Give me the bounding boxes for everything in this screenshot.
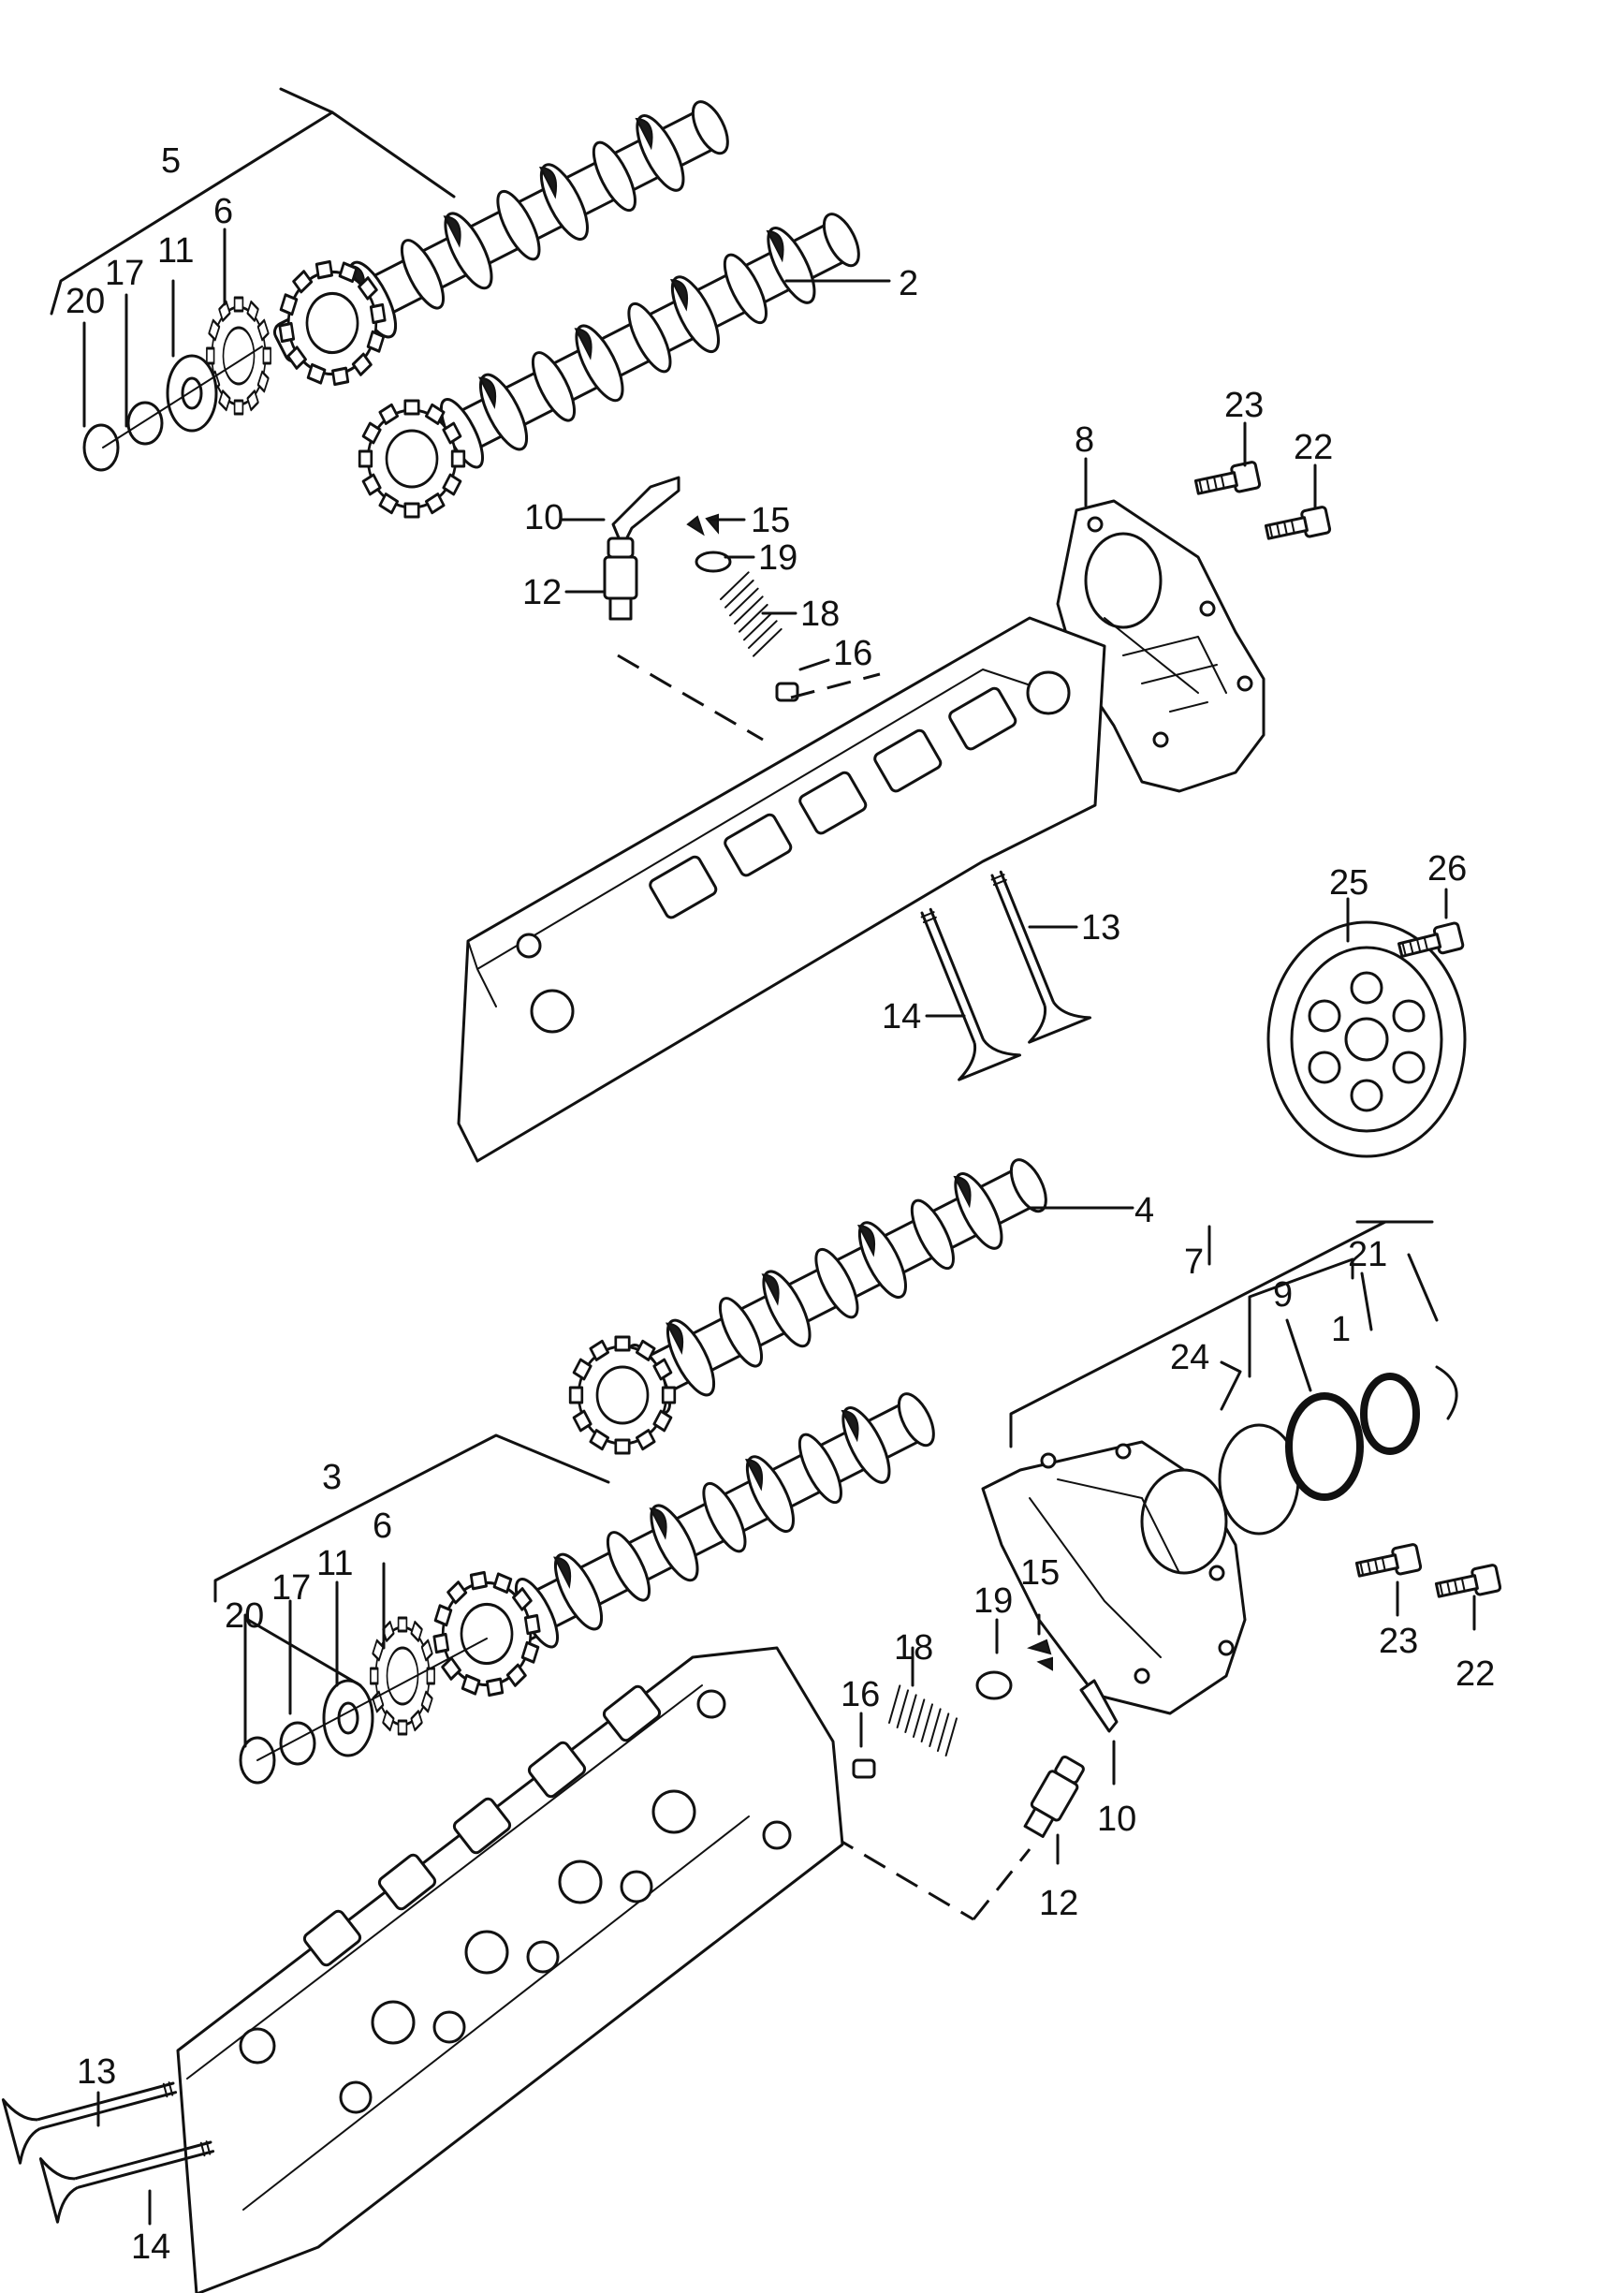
lower-assembly: 4 7 21 9 1 24 3 6 11 17 20 19 15 18 16 2… (1, 1141, 1502, 2293)
callout-numbers-lower: 4 7 21 9 1 24 3 6 11 17 20 19 15 18 16 2… (77, 1191, 1495, 2267)
washer-small-lower (279, 1721, 316, 1766)
bolt-22-lower (1433, 1563, 1502, 1605)
callout-5-upper: 5 (161, 141, 181, 181)
callout-6-upper: 6 (213, 192, 233, 231)
callout-7: 7 (1184, 1242, 1204, 1282)
callout-10-lower: 10 (1097, 1800, 1136, 1839)
spring-retainer (695, 551, 732, 573)
callout-14-lower: 14 (131, 2227, 170, 2267)
callout-17-upper: 17 (105, 254, 144, 293)
circlip (82, 423, 120, 472)
callout-20-lower: 20 (225, 1596, 264, 1636)
callout-11-upper: 11 (157, 231, 194, 271)
end-cover (1056, 499, 1266, 793)
retaining-ring (1435, 1365, 1458, 1420)
cylinder-head-lower (176, 1646, 844, 2293)
bolt-22-upper (1263, 505, 1332, 547)
callout-17-lower: 17 (271, 1568, 311, 1608)
bolt-23-lower (1353, 1542, 1423, 1584)
callout-15-lower: 15 (1020, 1553, 1060, 1593)
oil-seal-inner (1360, 1373, 1420, 1455)
end-cover-lower (981, 1440, 1247, 1715)
cylinder-head-upper (457, 616, 1106, 1163)
callout-13-upper: 13 (1081, 908, 1120, 948)
callout-18-upper: 18 (800, 595, 840, 634)
callout-12-upper: 12 (522, 573, 562, 612)
callout-26: 26 (1427, 849, 1467, 889)
callout-24: 24 (1170, 1338, 1209, 1377)
callout-2: 2 (899, 264, 918, 303)
callout-22-lower: 22 (1456, 1654, 1495, 1694)
hydraulic-lifter-lower (1018, 1752, 1090, 1841)
valve-keepers-lower (1027, 1639, 1053, 1671)
callout-19-lower: 19 (973, 1581, 1013, 1621)
callout-16-upper: 16 (833, 634, 872, 673)
callout-3: 3 (322, 1458, 342, 1497)
callout-16-lower: 16 (841, 1675, 880, 1714)
callout-8: 8 (1075, 420, 1094, 460)
callout-leaders-lower (96, 1206, 1476, 2226)
callout-23-upper: 23 (1224, 386, 1264, 425)
callout-21: 21 (1348, 1235, 1387, 1274)
rocker-arm-lower (1079, 1679, 1119, 1733)
valve-stem-seal-lower (852, 1758, 876, 1779)
valve-13-upper (964, 860, 1092, 1044)
callout-1: 1 (1331, 1310, 1351, 1349)
callout-6-lower: 6 (373, 1507, 392, 1546)
callout-9: 9 (1273, 1275, 1293, 1315)
bolt-23-upper (1192, 460, 1262, 502)
callout-12-lower: 12 (1039, 1884, 1078, 1923)
callout-20-upper: 20 (66, 282, 105, 321)
callout-23-lower: 23 (1379, 1622, 1418, 1661)
callout-11-lower: 11 (316, 1544, 353, 1583)
callout-4: 4 (1134, 1191, 1154, 1230)
rocker-arm (611, 476, 680, 549)
toothed-belt-pulley (1266, 920, 1467, 1158)
cam-adjuster-ring-lower (369, 1616, 436, 1736)
upper-assembly: 5 6 11 17 20 2 8 23 22 10 15 19 12 18 16… (50, 83, 1467, 1163)
callout-leaders-upper (50, 87, 1448, 1018)
hydraulic-lifter (603, 537, 638, 621)
spring-retainer-lower (975, 1670, 1013, 1700)
callout-25: 25 (1329, 863, 1368, 903)
callout-10-upper: 10 (524, 498, 563, 537)
valve-keepers (686, 513, 719, 537)
valve-14-upper (894, 897, 1022, 1081)
oil-seal-outer (1285, 1392, 1364, 1501)
callout-13-lower: 13 (77, 2052, 116, 2092)
callout-22-upper: 22 (1294, 428, 1333, 467)
callout-18-lower: 18 (894, 1628, 933, 1668)
washer-small (126, 401, 164, 446)
valve-spring-lower (880, 1684, 966, 1756)
callout-15-upper: 15 (751, 501, 790, 540)
callout-numbers-upper: 5 6 11 17 20 2 8 23 22 10 15 19 12 18 16… (66, 141, 1467, 1036)
callout-14-upper: 14 (882, 997, 921, 1036)
callout-19-upper: 19 (758, 538, 797, 578)
